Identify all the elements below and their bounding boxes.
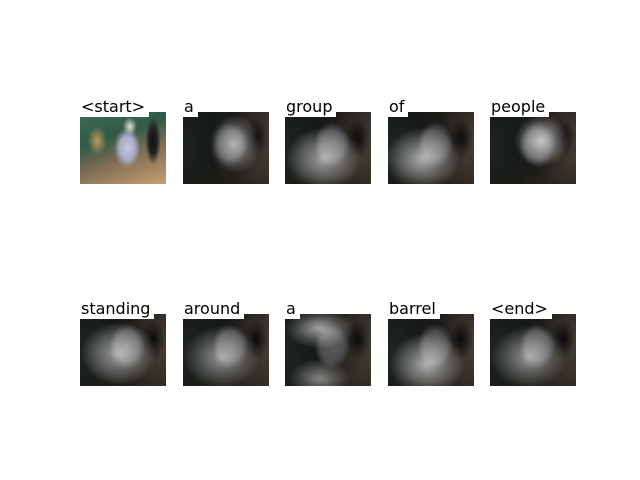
word-label: group xyxy=(285,98,337,117)
panel-start: <start> xyxy=(80,98,166,184)
attention-map xyxy=(285,112,371,184)
word-label: a xyxy=(285,300,300,319)
word-label: people xyxy=(490,98,550,117)
panel-standing: standing xyxy=(80,300,166,386)
original-image xyxy=(80,112,166,184)
attention-map xyxy=(490,314,576,386)
attention-map xyxy=(285,314,371,386)
word-label: a xyxy=(183,98,198,117)
panel-end: <end> xyxy=(490,300,576,386)
attention-map xyxy=(80,314,166,386)
word-label: barrel xyxy=(388,300,440,319)
panel-barrel: barrel xyxy=(388,300,474,386)
word-label: around xyxy=(183,300,245,319)
word-label: of xyxy=(388,98,409,117)
attention-map xyxy=(183,314,269,386)
attention-map xyxy=(388,314,474,386)
panel-group: group xyxy=(285,98,371,184)
attention-map xyxy=(388,112,474,184)
panel-a-2: a xyxy=(285,300,371,386)
panel-people: people xyxy=(490,98,576,184)
word-label: <start> xyxy=(80,98,150,117)
panel-a: a xyxy=(183,98,269,184)
attention-map xyxy=(183,112,269,184)
word-label: <end> xyxy=(490,300,552,319)
word-label: standing xyxy=(80,300,155,319)
panel-around: around xyxy=(183,300,269,386)
panel-of: of xyxy=(388,98,474,184)
attention-map xyxy=(490,112,576,184)
